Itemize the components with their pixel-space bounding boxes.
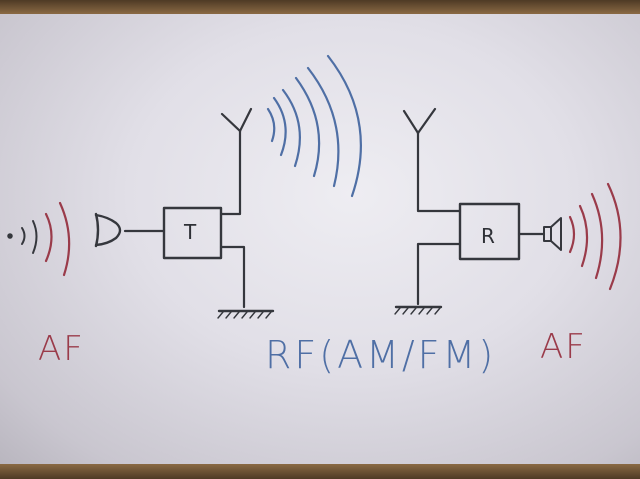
transmitter-ground-symbol-icon xyxy=(217,245,275,319)
receiver-label: R xyxy=(481,224,495,248)
receiver-ground-symbol-icon xyxy=(394,242,462,315)
whiteboard-frame-top xyxy=(0,0,640,14)
microphone-icon xyxy=(94,212,122,248)
rf-label: RF(AM/FM) xyxy=(265,333,497,377)
transmitter-box xyxy=(162,206,223,260)
rf-waves xyxy=(266,54,362,198)
radio-diagram xyxy=(7,54,622,319)
audio-waves-left xyxy=(44,201,71,277)
speaker-icon xyxy=(543,217,562,251)
whiteboard: T R AF RF(AM/FM) AF xyxy=(0,14,640,464)
audio-waves-right xyxy=(568,182,622,291)
sound-source-icon xyxy=(7,220,38,254)
af-label-left: AF xyxy=(38,329,85,369)
transmitter-label: T xyxy=(184,220,197,244)
whiteboard-frame-bottom xyxy=(0,464,640,479)
transmitter-antenna-icon xyxy=(219,107,253,216)
receiver-antenna-icon xyxy=(402,107,462,213)
receiver-box xyxy=(458,202,521,261)
af-label-right: AF xyxy=(540,327,587,367)
